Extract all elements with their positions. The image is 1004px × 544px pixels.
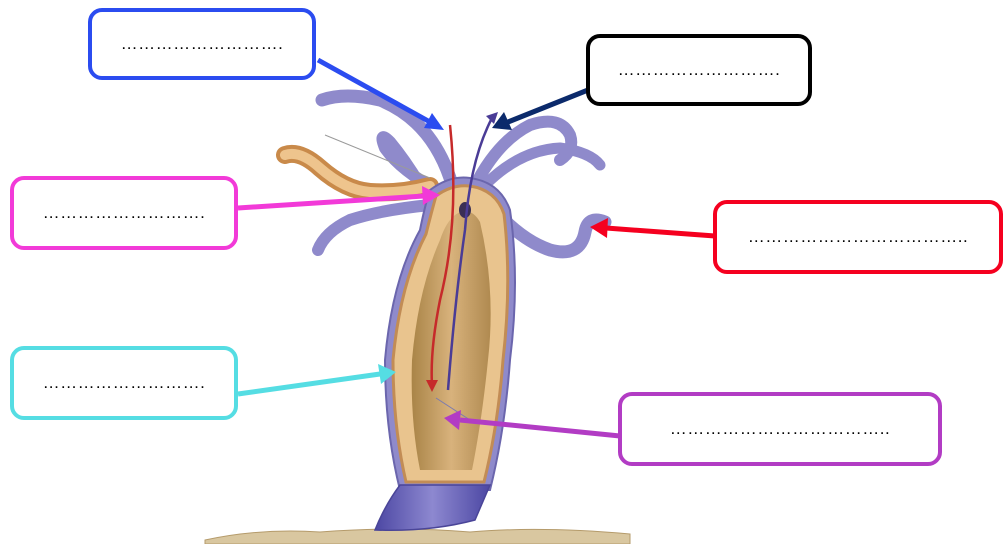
label-box-purple[interactable]: ………………………………..: [618, 392, 942, 466]
arrow-cyan: [238, 374, 380, 394]
label-red-text: ………………………………..: [748, 227, 968, 247]
label-box-pink[interactable]: ……………………….: [10, 176, 238, 250]
label-blue-text: ……………………….: [121, 34, 284, 54]
label-black-text: ……………………….: [618, 60, 781, 80]
label-box-red[interactable]: ………………………………..: [713, 200, 1003, 274]
label-box-black[interactable]: ……………………….: [586, 34, 812, 106]
label-box-cyan[interactable]: ……………………….: [10, 346, 238, 420]
label-purple-text: ………………………………..: [670, 419, 890, 439]
arrow-red: [606, 228, 715, 236]
label-cyan-text: ……………………….: [43, 373, 206, 393]
label-box-blue[interactable]: ……………………….: [88, 8, 316, 80]
substrate-ground: [205, 529, 630, 544]
basal-foot: [375, 485, 490, 530]
label-pink-text: ……………………….: [43, 203, 206, 223]
